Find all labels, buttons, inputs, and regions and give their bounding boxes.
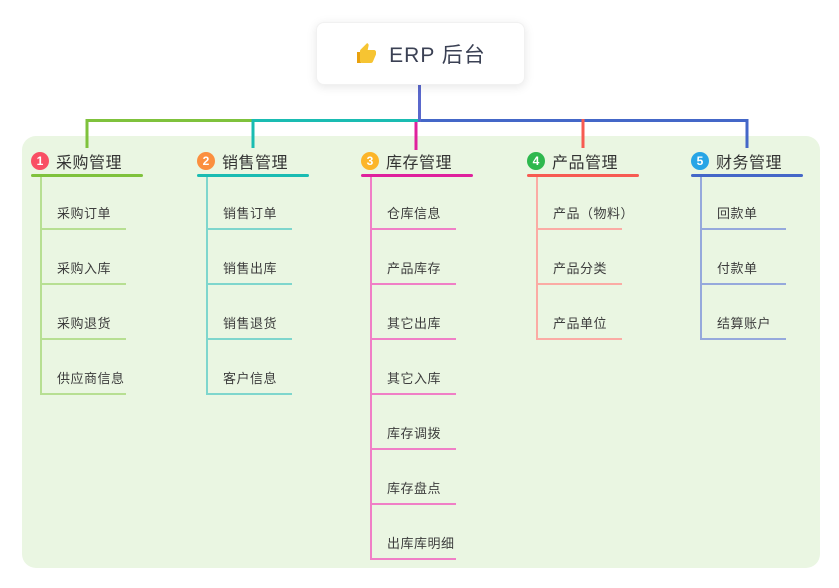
branch-label-3: 库存管理 xyxy=(386,155,453,172)
branch-label-2: 销售管理 xyxy=(222,155,289,172)
child-underline xyxy=(700,338,786,340)
child-node[interactable]: 库存调拨 xyxy=(387,426,442,441)
child-node[interactable]: 其它出库 xyxy=(387,316,442,331)
branch-label-5: 财务管理 xyxy=(716,155,783,172)
branch-label-1: 采购管理 xyxy=(56,155,123,172)
child-underline xyxy=(40,393,126,395)
child-underline xyxy=(370,558,456,560)
child-node[interactable]: 销售退货 xyxy=(223,316,278,331)
branch-child-rail-2 xyxy=(206,177,208,395)
child-node[interactable]: 出库库明细 xyxy=(387,536,455,551)
branch-underline-1 xyxy=(31,174,143,177)
child-node[interactable]: 回款单 xyxy=(717,206,758,221)
child-underline xyxy=(206,338,292,340)
child-underline xyxy=(370,503,456,505)
child-node[interactable]: 采购入库 xyxy=(57,261,112,276)
child-node[interactable]: 销售出库 xyxy=(223,261,278,276)
branch-node-5[interactable]: 5 财务管理 xyxy=(691,150,782,172)
branch-child-rail-1 xyxy=(40,177,42,395)
branch-badge-5: 5 xyxy=(691,152,709,170)
branch-underline-2 xyxy=(197,174,309,177)
child-underline xyxy=(206,283,292,285)
child-node[interactable]: 产品（物料） xyxy=(553,206,635,221)
thumbs-up-icon xyxy=(355,42,379,66)
child-node[interactable]: 供应商信息 xyxy=(57,371,125,386)
child-underline xyxy=(536,338,622,340)
child-node[interactable]: 库存盘点 xyxy=(387,481,442,496)
child-node[interactable]: 采购退货 xyxy=(57,316,112,331)
branch-node-1[interactable]: 1 采购管理 xyxy=(31,150,122,172)
child-node[interactable]: 客户信息 xyxy=(223,371,278,386)
child-node[interactable]: 销售订单 xyxy=(223,206,278,221)
child-node[interactable]: 产品单位 xyxy=(553,316,608,331)
child-underline xyxy=(700,283,786,285)
branch-node-2[interactable]: 2 销售管理 xyxy=(197,150,288,172)
branch-badge-3: 3 xyxy=(361,152,379,170)
root-node-erp[interactable]: ERP 后台 xyxy=(316,22,525,85)
branch-child-rail-4 xyxy=(536,177,538,340)
child-underline xyxy=(206,393,292,395)
branch-label-4: 产品管理 xyxy=(552,155,619,172)
child-node[interactable]: 结算账户 xyxy=(717,316,772,331)
child-underline xyxy=(700,228,786,230)
child-node[interactable]: 仓库信息 xyxy=(387,206,442,221)
child-underline xyxy=(40,228,126,230)
child-node[interactable]: 产品分类 xyxy=(553,261,608,276)
child-underline xyxy=(370,228,456,230)
child-underline xyxy=(370,283,456,285)
child-underline xyxy=(370,338,456,340)
child-node[interactable]: 产品库存 xyxy=(387,261,442,276)
child-underline xyxy=(536,228,622,230)
branch-underline-5 xyxy=(691,174,803,177)
root-node-label: ERP 后台 xyxy=(389,43,486,67)
branch-badge-2: 2 xyxy=(197,152,215,170)
branch-child-rail-3 xyxy=(370,177,372,560)
child-underline xyxy=(536,283,622,285)
child-underline xyxy=(40,338,126,340)
child-node[interactable]: 付款单 xyxy=(717,261,758,276)
branch-underline-4 xyxy=(527,174,639,177)
child-underline xyxy=(40,283,126,285)
branch-child-rail-5 xyxy=(700,177,702,340)
branch-badge-4: 4 xyxy=(527,152,545,170)
child-underline xyxy=(370,448,456,450)
branch-node-3[interactable]: 3 库存管理 xyxy=(361,150,452,172)
child-underline xyxy=(370,393,456,395)
mindmap-panel xyxy=(22,136,820,568)
branch-node-4[interactable]: 4 产品管理 xyxy=(527,150,618,172)
branch-badge-1: 1 xyxy=(31,152,49,170)
child-underline xyxy=(206,228,292,230)
child-node[interactable]: 其它入库 xyxy=(387,371,442,386)
branch-underline-3 xyxy=(361,174,473,177)
child-node[interactable]: 采购订单 xyxy=(57,206,112,221)
